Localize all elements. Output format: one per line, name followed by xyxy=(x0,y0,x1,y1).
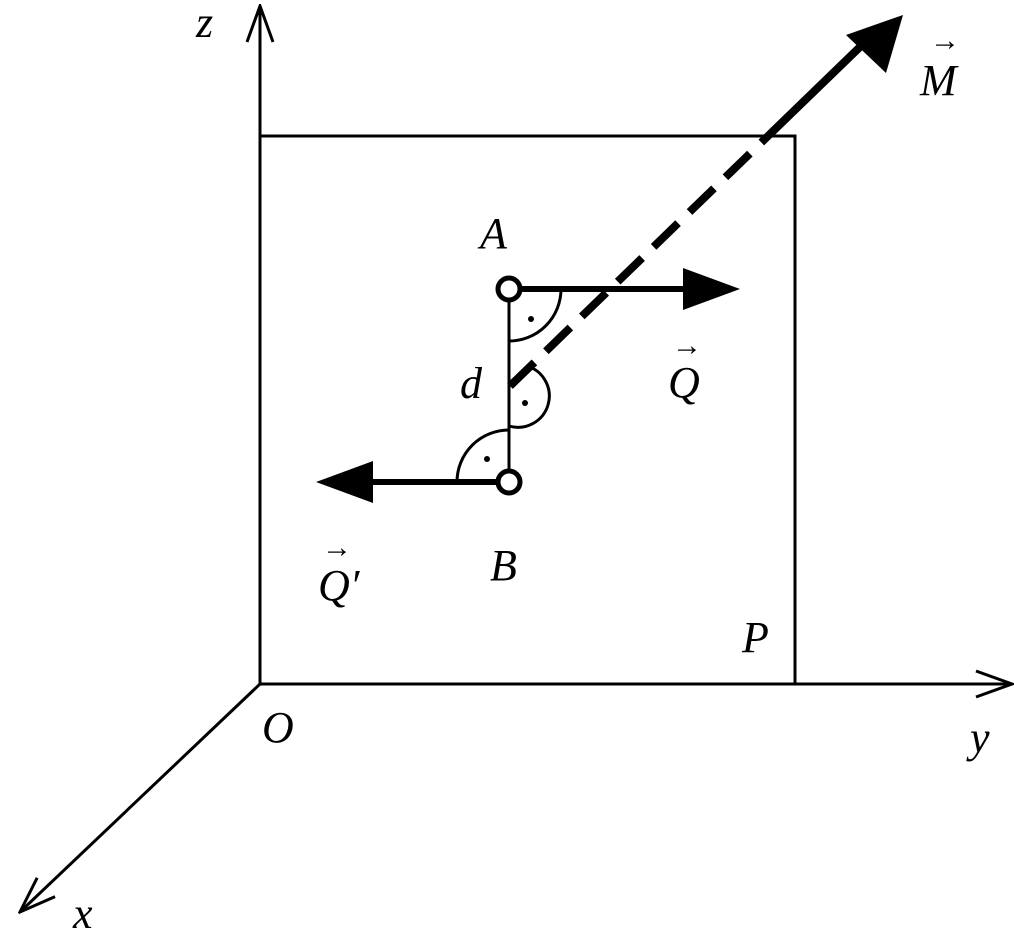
vector-q-prime-label: Q′ xyxy=(318,561,361,610)
vector-m-arrowhead xyxy=(846,15,903,73)
vector-q-arrow-symbol: → xyxy=(672,329,702,362)
plane-p-outline xyxy=(260,134,797,684)
vector-m-arrow-symbol: → xyxy=(930,24,960,57)
vector-m-hidden-segment xyxy=(507,133,771,389)
right-angle-d-m xyxy=(508,364,551,429)
right-angle-dot-a xyxy=(528,316,534,322)
point-b-label: B xyxy=(490,541,517,590)
right-angle-dot-d-m xyxy=(522,400,528,406)
x-axis-label: x xyxy=(72,889,93,930)
point-b-marker xyxy=(495,468,523,496)
point-a-label: A xyxy=(477,209,508,258)
vector-m-visible-segment xyxy=(765,42,865,139)
vector-q-arrowhead xyxy=(683,268,740,310)
right-angle-dots xyxy=(484,316,534,462)
plane-label: P xyxy=(741,613,769,662)
distance-label: d xyxy=(460,359,483,408)
vector-q-prime-arrowhead xyxy=(316,461,373,503)
point-a-marker xyxy=(495,275,523,303)
z-axis-label: z xyxy=(195,0,213,47)
vector-q-label: Q xyxy=(668,358,700,407)
right-angle-a xyxy=(508,288,563,343)
right-angle-dot-b xyxy=(484,456,490,462)
right-angle-b xyxy=(455,428,510,483)
vector-q-prime-arrow-symbol: → xyxy=(322,531,352,564)
x-axis-line xyxy=(20,682,262,912)
axes xyxy=(20,6,1012,912)
right-angle-markers xyxy=(455,288,563,483)
y-axis-label: y xyxy=(966,713,990,762)
vector-m-label: M xyxy=(919,56,959,105)
origin-label: O xyxy=(262,703,294,752)
